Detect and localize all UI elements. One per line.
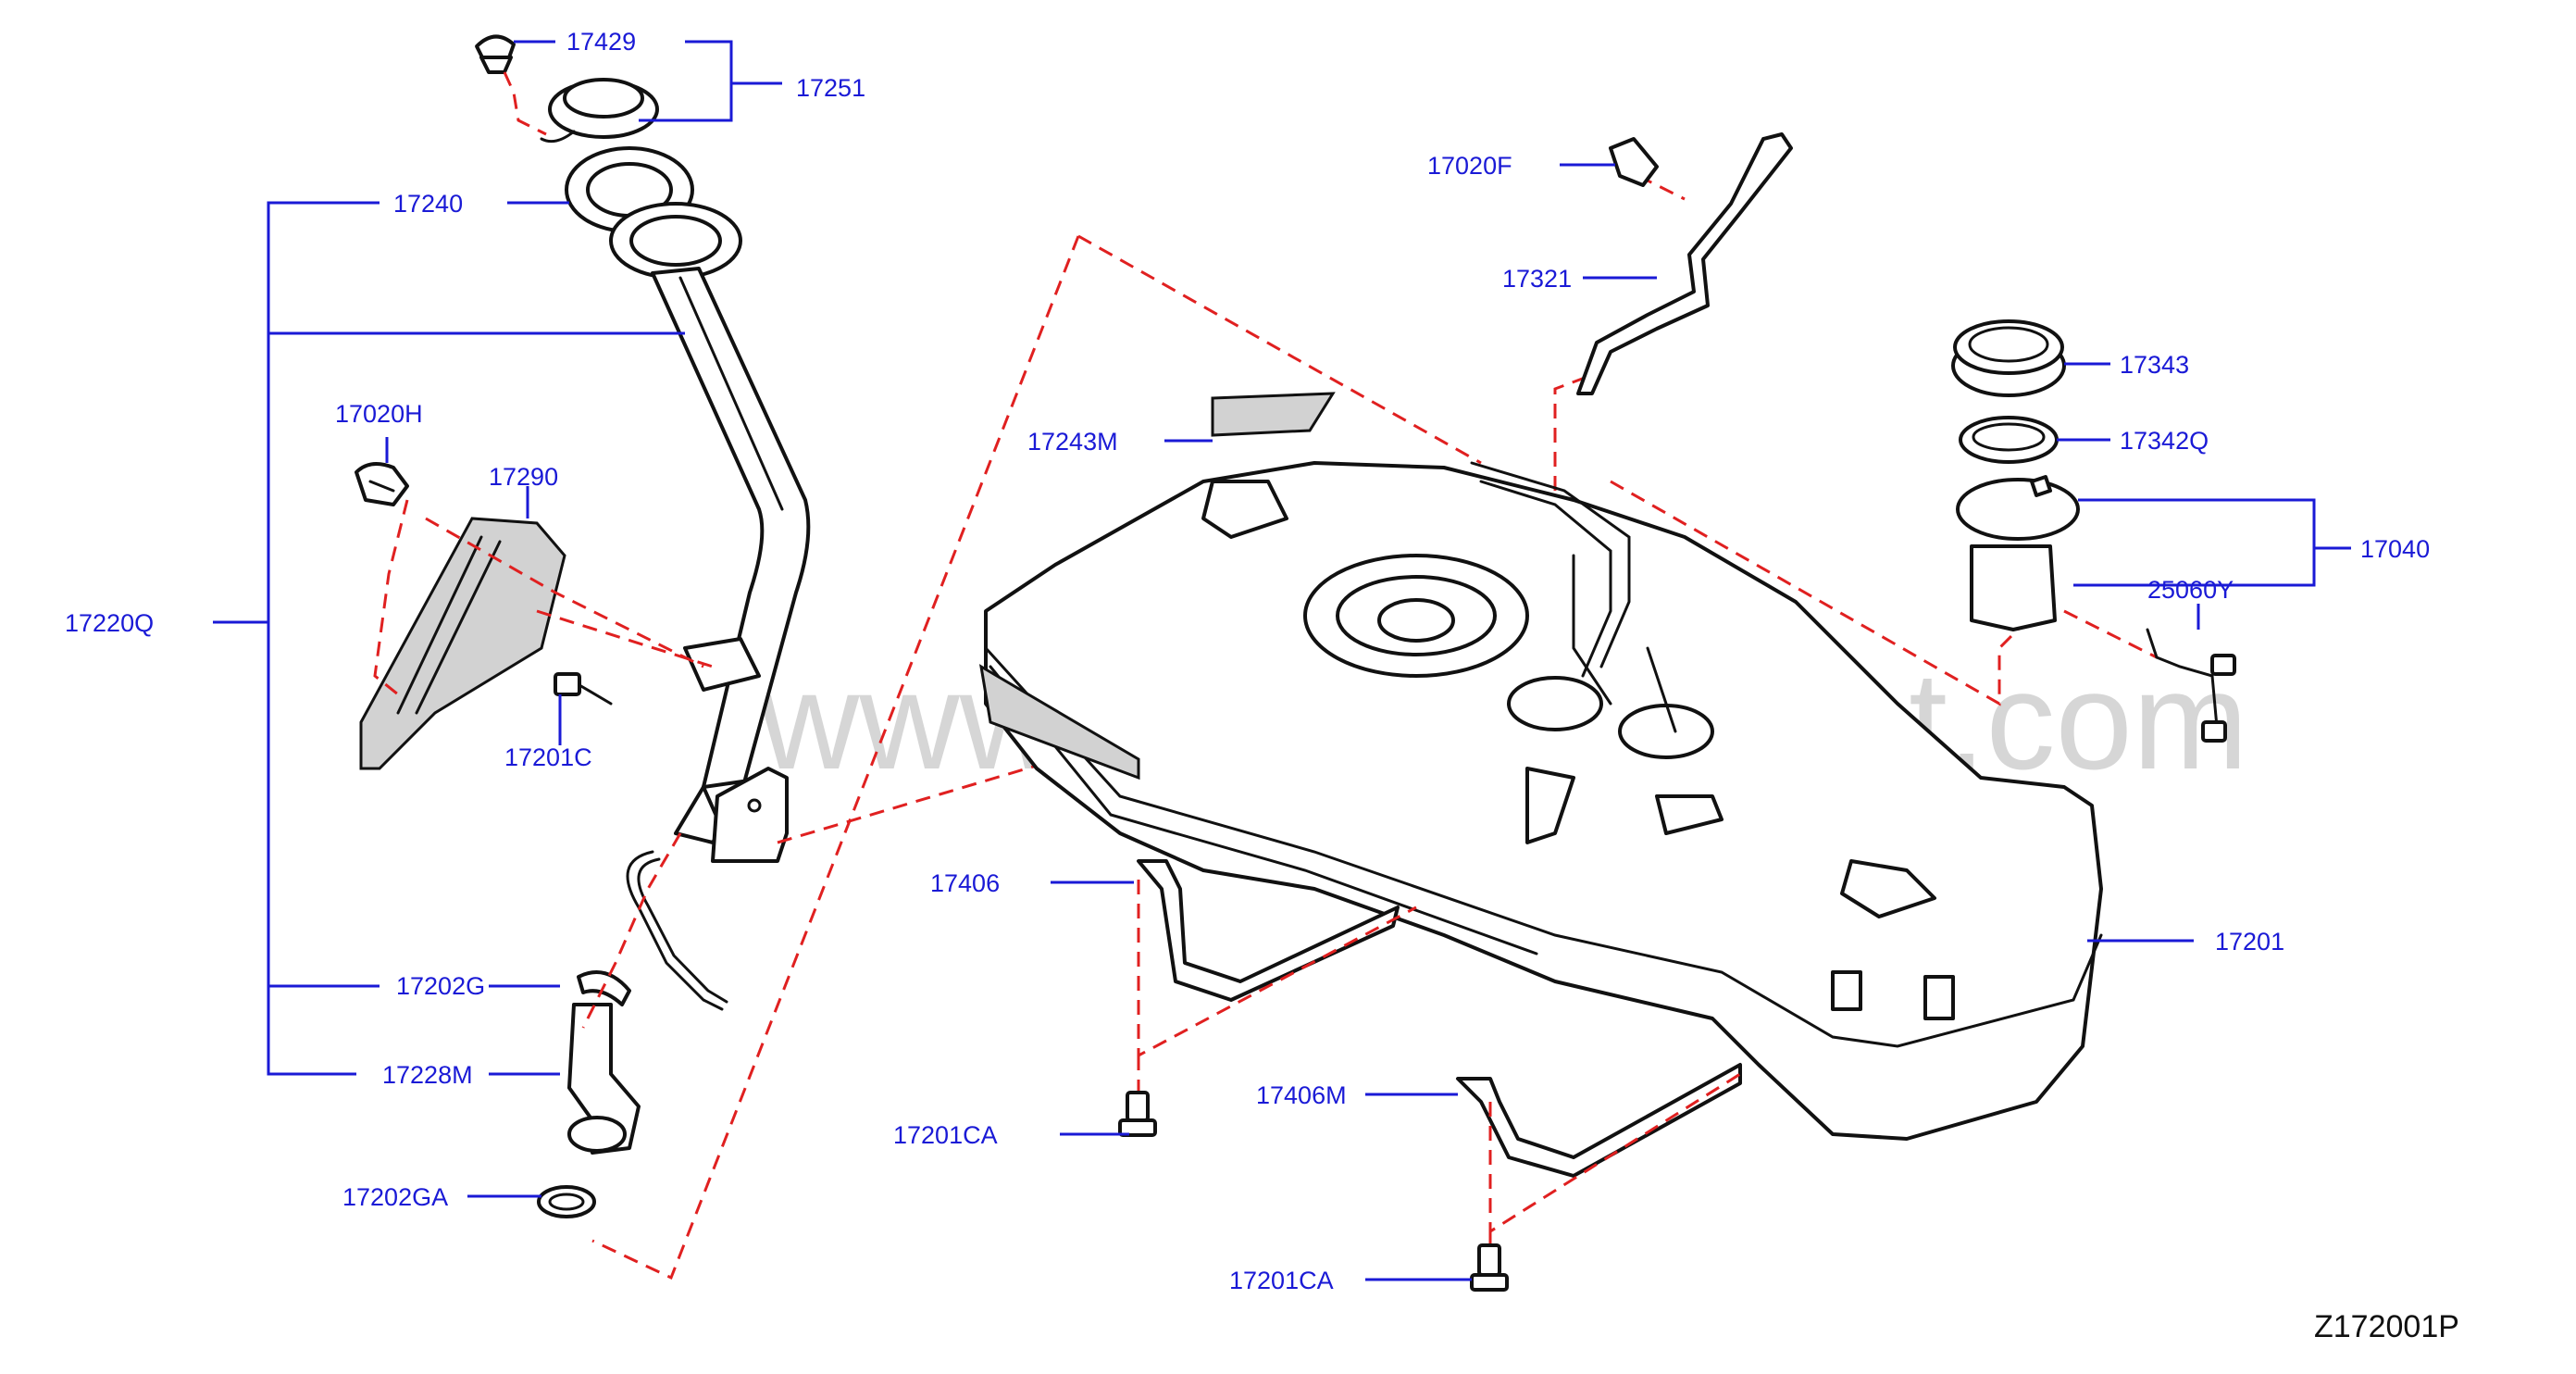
label-17228M: 17228M — [382, 1061, 473, 1089]
label-17243M: 17243M — [1027, 428, 1118, 456]
guide-frame-left — [591, 235, 1080, 1280]
filler-bracket — [711, 767, 789, 863]
fuel-pump-module — [1956, 475, 2080, 631]
label-17201C: 17201C — [504, 743, 592, 771]
strap-bolt-front — [1118, 1091, 1157, 1137]
label-17290: 17290 — [489, 463, 558, 491]
guide-shield-3 — [536, 609, 714, 668]
label-17201CA-front: 17201CA — [893, 1121, 998, 1149]
filler-cap-clip — [475, 34, 516, 74]
fuel-tank — [978, 461, 2103, 1141]
label-17040: 17040 — [2360, 535, 2430, 563]
guide-hose — [581, 832, 682, 1029]
label-17020F: 17020F — [1427, 152, 1512, 180]
guide-frame-top — [1077, 234, 1482, 465]
label-17201: 17201 — [2215, 928, 2284, 956]
heat-shield-bolt — [554, 672, 613, 706]
vent-hose-17321 — [1576, 132, 1793, 395]
label-17321: 17321 — [1502, 265, 1572, 293]
tank-label-sheet — [1211, 392, 1336, 437]
hose-clip-17020F — [1609, 137, 1659, 187]
label-17220Q: 17220Q — [65, 609, 154, 637]
label-17240: 17240 — [393, 190, 463, 218]
guide-shield-2 — [425, 517, 704, 668]
pump-gasket — [1959, 416, 2059, 464]
label-17251: 17251 — [796, 74, 865, 102]
label-17201CA-rear: 17201CA — [1229, 1267, 1334, 1294]
label-17343: 17343 — [2120, 351, 2189, 379]
label-17202G: 17202G — [396, 972, 485, 1000]
tank-tubes — [1470, 461, 1677, 733]
pump-lock-ring — [1951, 319, 2066, 397]
grommet-clip — [355, 462, 409, 506]
pump-harness — [2146, 628, 2236, 743]
hose-clamp-lower — [537, 1185, 596, 1218]
tank-strap-rear — [1456, 1063, 1742, 1178]
tank-strap-front — [1137, 859, 1400, 1002]
strap-bolt-rear — [1470, 1243, 1509, 1292]
label-17342Q: 17342Q — [2120, 427, 2209, 455]
label-17202GA: 17202GA — [342, 1183, 448, 1211]
guide-shield — [373, 499, 409, 696]
label-17020H: 17020H — [335, 400, 423, 428]
label-17429: 17429 — [566, 28, 636, 56]
heat-shield — [359, 517, 566, 770]
leader-lines — [213, 40, 2351, 1281]
guide-cap — [503, 71, 547, 136]
guide-pump-wire — [2063, 609, 2158, 659]
filler-cap — [540, 78, 659, 144]
breather-tube — [626, 850, 728, 1011]
guide-hose-top — [1553, 373, 1593, 491]
label-17406M: 17406M — [1256, 1081, 1347, 1109]
diagram-code: Z172001P — [2314, 1309, 2459, 1344]
filler-hose — [567, 1003, 641, 1155]
label-17406: 17406 — [930, 869, 1000, 897]
label-25060Y: 25060Y — [2147, 576, 2234, 604]
